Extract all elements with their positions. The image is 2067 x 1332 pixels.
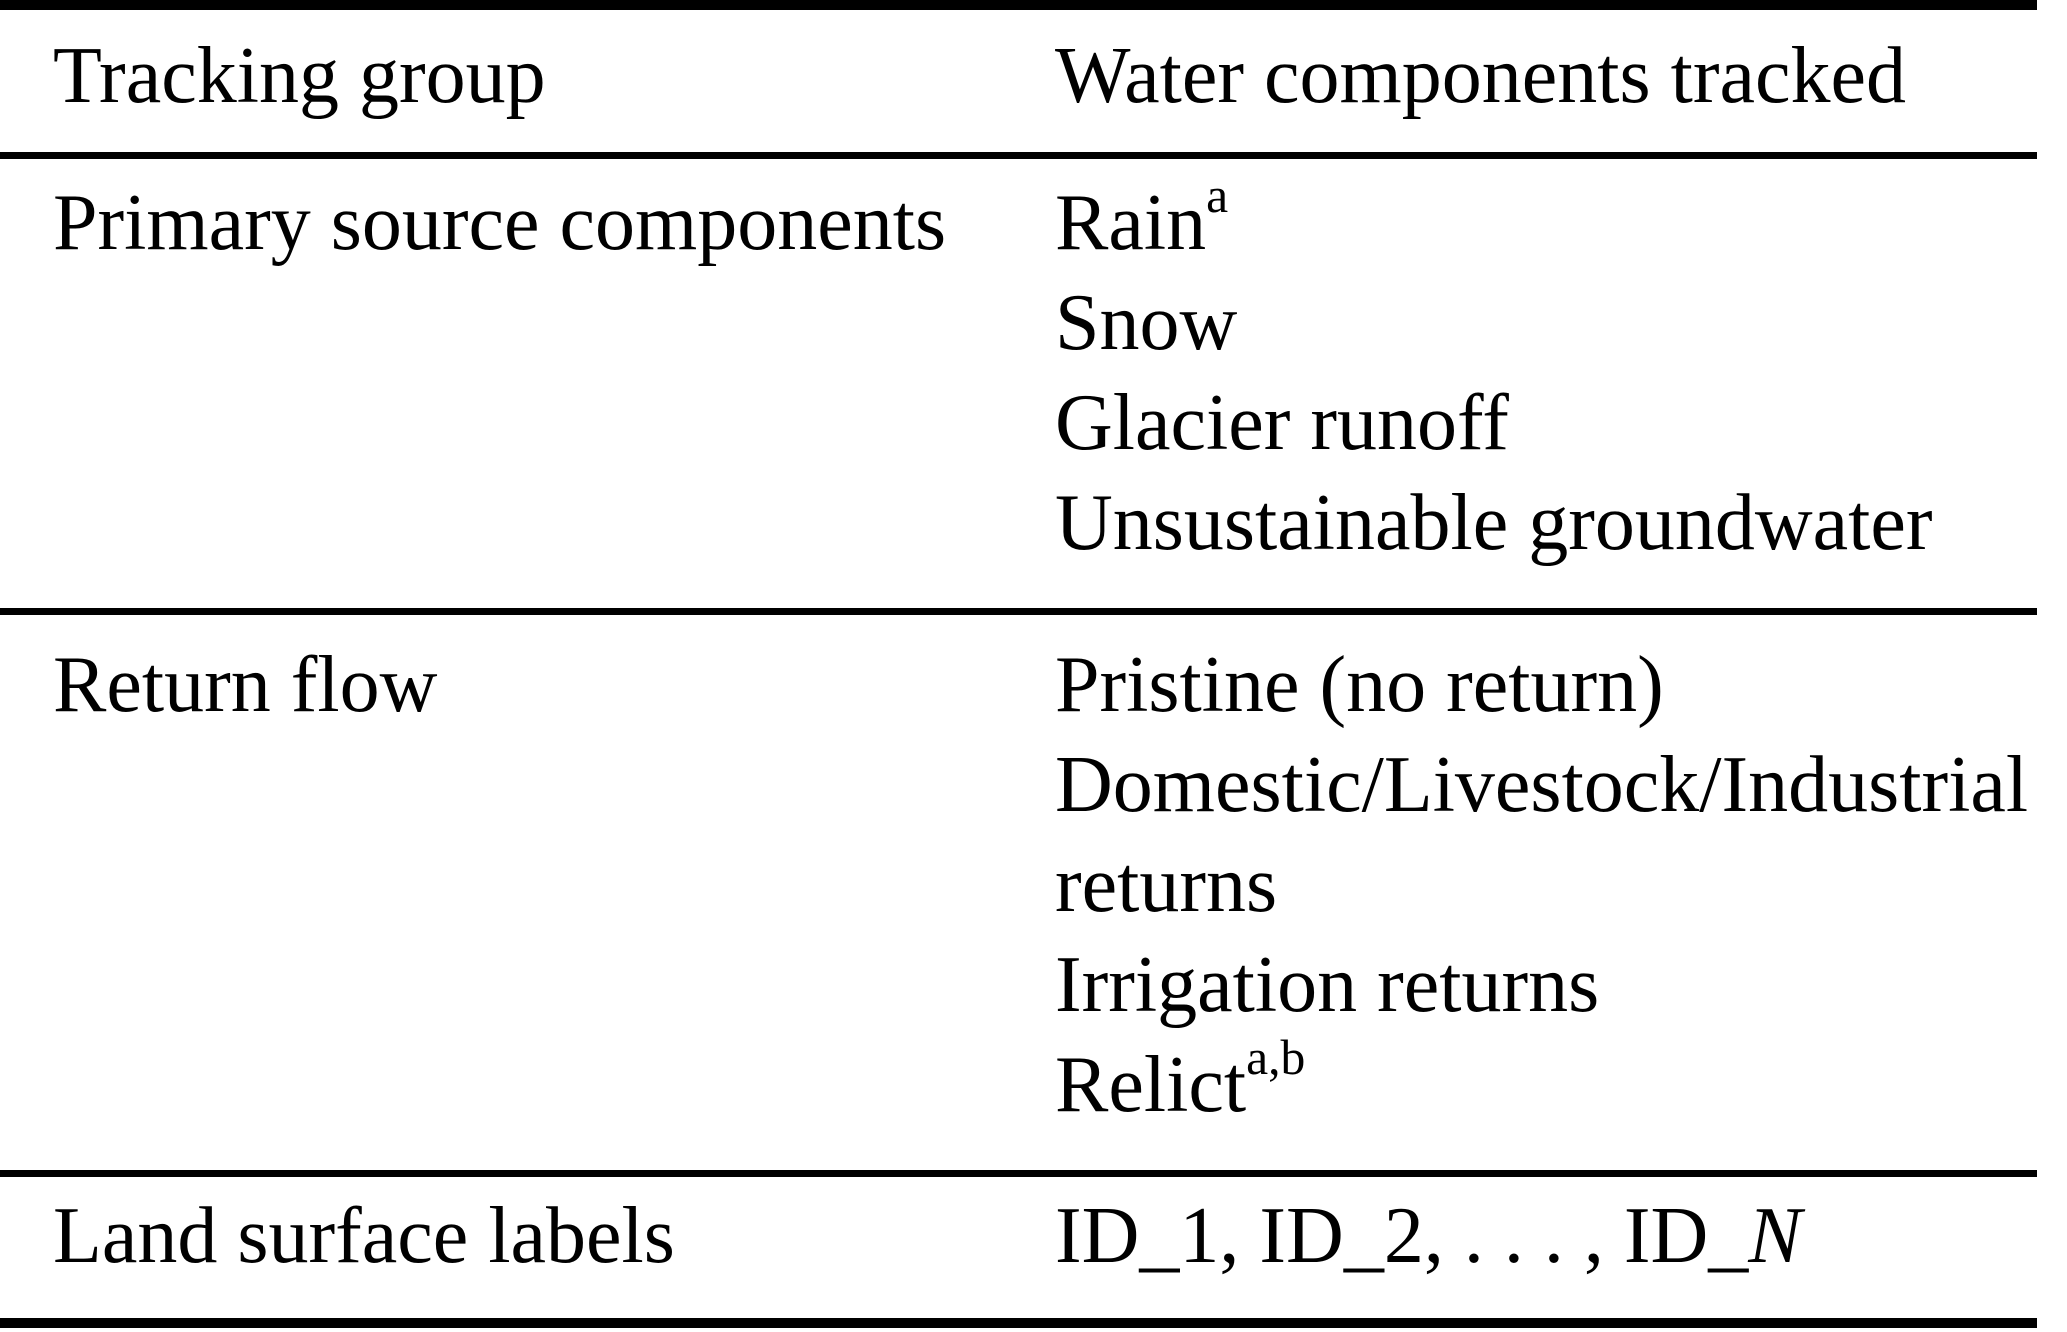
table-row: Land surface labels ID_1, ID_2, . . . , I…: [0, 1177, 2037, 1318]
row-separator-rule: [0, 1170, 2037, 1177]
component-line: Snow: [1055, 273, 2037, 373]
column-header-water-components-tracked: Water components tracked: [1055, 32, 1906, 120]
component-line: Raina: [1055, 171, 2037, 273]
component-text: Rain: [1055, 179, 1207, 267]
component-text: ID_1, ID_2, . . . , ID_: [1055, 1192, 1749, 1280]
component-text: Snow: [1055, 279, 1238, 367]
header-separator-rule: [0, 152, 2037, 159]
tracking-group-cell: Primary source components: [53, 179, 947, 267]
component-text: Unsustainable groundwater: [1055, 479, 1933, 567]
table-row: Return flow Pristine (no return) Domestic/…: [0, 615, 2037, 1170]
footnote-marker: a,b: [1246, 1030, 1306, 1086]
row-separator-rule: [0, 608, 2037, 615]
component-line: Glacier runoff: [1055, 373, 2037, 473]
water-components-cell: ID_1, ID_2, . . . , ID_N: [1055, 1186, 2037, 1286]
component-text: Domestic/Livestock/Industrial: [1055, 741, 2029, 829]
component-line: Unsustainable groundwater: [1055, 473, 2037, 573]
component-line: Domestic/Livestock/Industrial: [1055, 735, 2037, 835]
water-components-cell: Pristine (no return) Domestic/Livestock/I…: [1055, 635, 2037, 1135]
component-text: returns: [1055, 841, 1278, 929]
table-bottom-rule: [0, 1318, 2037, 1328]
component-line: Relicta,b: [1055, 1033, 2037, 1135]
table-top-rule: [0, 0, 2037, 10]
component-text: Pristine (no return): [1055, 641, 1664, 729]
component-text: Irrigation returns: [1055, 941, 1600, 1029]
component-line: Pristine (no return): [1055, 635, 2037, 735]
tracking-group-cell: Land surface labels: [53, 1192, 675, 1280]
table-header-row: Tracking group Water components tracked: [0, 10, 2037, 152]
component-line: Irrigation returns: [1055, 935, 2037, 1035]
column-header-tracking-group: Tracking group: [53, 32, 546, 120]
footnote-marker: a: [1206, 168, 1229, 224]
tracking-group-cell: Return flow: [53, 641, 438, 729]
component-line: ID_1, ID_2, . . . , ID_N: [1055, 1186, 2037, 1286]
component-text: Glacier runoff: [1055, 379, 1509, 467]
component-line: returns: [1055, 835, 2037, 935]
italic-variable: N: [1748, 1192, 1802, 1280]
component-text: Relict: [1055, 1041, 1247, 1129]
